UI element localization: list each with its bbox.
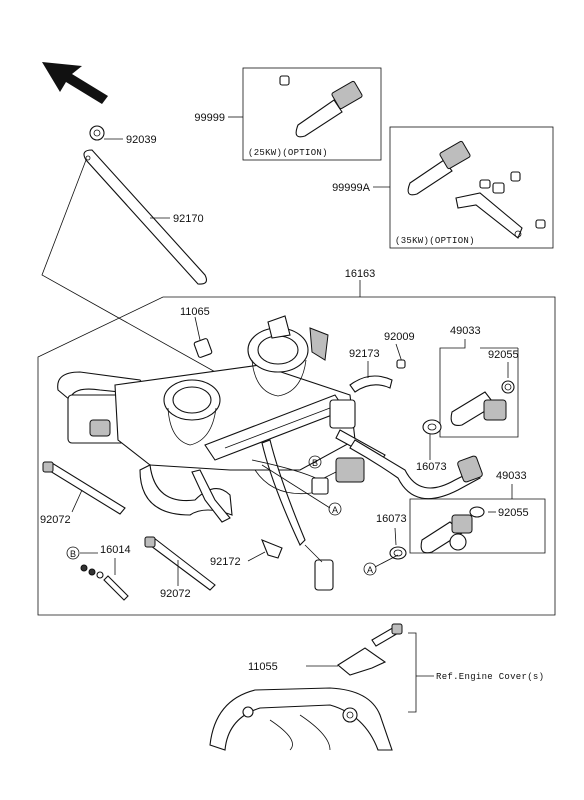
part-label-92173[interactable]: 92173	[349, 348, 380, 360]
screw-92172	[261, 539, 283, 559]
part-label-92039[interactable]: 92039	[126, 134, 157, 146]
part-label-92055-lower[interactable]: 92055	[498, 507, 529, 519]
part-label-16073-lower[interactable]: 16073	[376, 513, 407, 525]
part-label-16014[interactable]: 16014	[100, 544, 131, 556]
callout-a-lower	[363, 562, 377, 576]
callout-b-upper-label: B	[312, 458, 318, 468]
callout-a-upper-label: A	[332, 505, 338, 515]
injector-lower	[389, 506, 485, 560]
part-label-16163[interactable]: 16163	[345, 268, 376, 280]
part-label-16073-upper[interactable]: 16073	[416, 461, 447, 473]
ref-engine-cover-text[interactable]: Ref.Engine Cover(s)	[436, 672, 544, 682]
bracket-11055	[337, 623, 403, 676]
restrictor-plug-25kw	[279, 75, 363, 138]
callout-b-upper	[308, 455, 322, 469]
throttle-body-assembly	[57, 315, 393, 591]
screw-92009	[396, 359, 406, 369]
assembly-frame	[37, 296, 556, 616]
front-direction-arrow-icon	[42, 62, 108, 104]
part-label-11055[interactable]: 11055	[248, 661, 278, 673]
option-box-25kw	[242, 67, 382, 161]
part-label-11065[interactable]: 11065	[180, 306, 210, 318]
part-label-92009[interactable]: 92009	[384, 331, 415, 343]
option-box-35kw	[389, 126, 554, 249]
part-label-99999[interactable]: 99999	[194, 112, 225, 124]
callout-b-lower-label: B	[70, 549, 76, 559]
fuel-hose	[349, 439, 481, 500]
callout-a-lower-label: A	[367, 565, 373, 575]
restrictor-plug-35kw	[407, 140, 546, 239]
cable-tie-right	[144, 536, 216, 591]
mounting-strap	[83, 125, 207, 285]
option-label-25kw: (25KW)(OPTION)	[248, 148, 328, 158]
cap-11065	[193, 338, 213, 358]
callout-a-upper	[328, 502, 342, 516]
injector-upper	[422, 380, 515, 435]
part-label-49033-upper[interactable]: 49033	[450, 325, 481, 337]
part-label-49033-lower[interactable]: 49033	[496, 470, 527, 482]
option-label-35kw: (35KW)(OPTION)	[395, 236, 475, 246]
screw-set-16014	[80, 564, 129, 601]
part-label-92170[interactable]: 92170	[173, 213, 204, 225]
part-label-99999a[interactable]: 99999A	[332, 182, 371, 194]
part-label-92055-upper[interactable]: 92055	[488, 349, 519, 361]
part-label-92172[interactable]: 92172	[210, 556, 241, 568]
part-label-92072-right[interactable]: 92072	[160, 588, 191, 600]
cable-tie-left	[42, 461, 126, 515]
engine-cover	[209, 687, 393, 751]
callout-b-lower	[66, 546, 80, 560]
part-label-92072-left[interactable]: 92072	[40, 514, 71, 526]
